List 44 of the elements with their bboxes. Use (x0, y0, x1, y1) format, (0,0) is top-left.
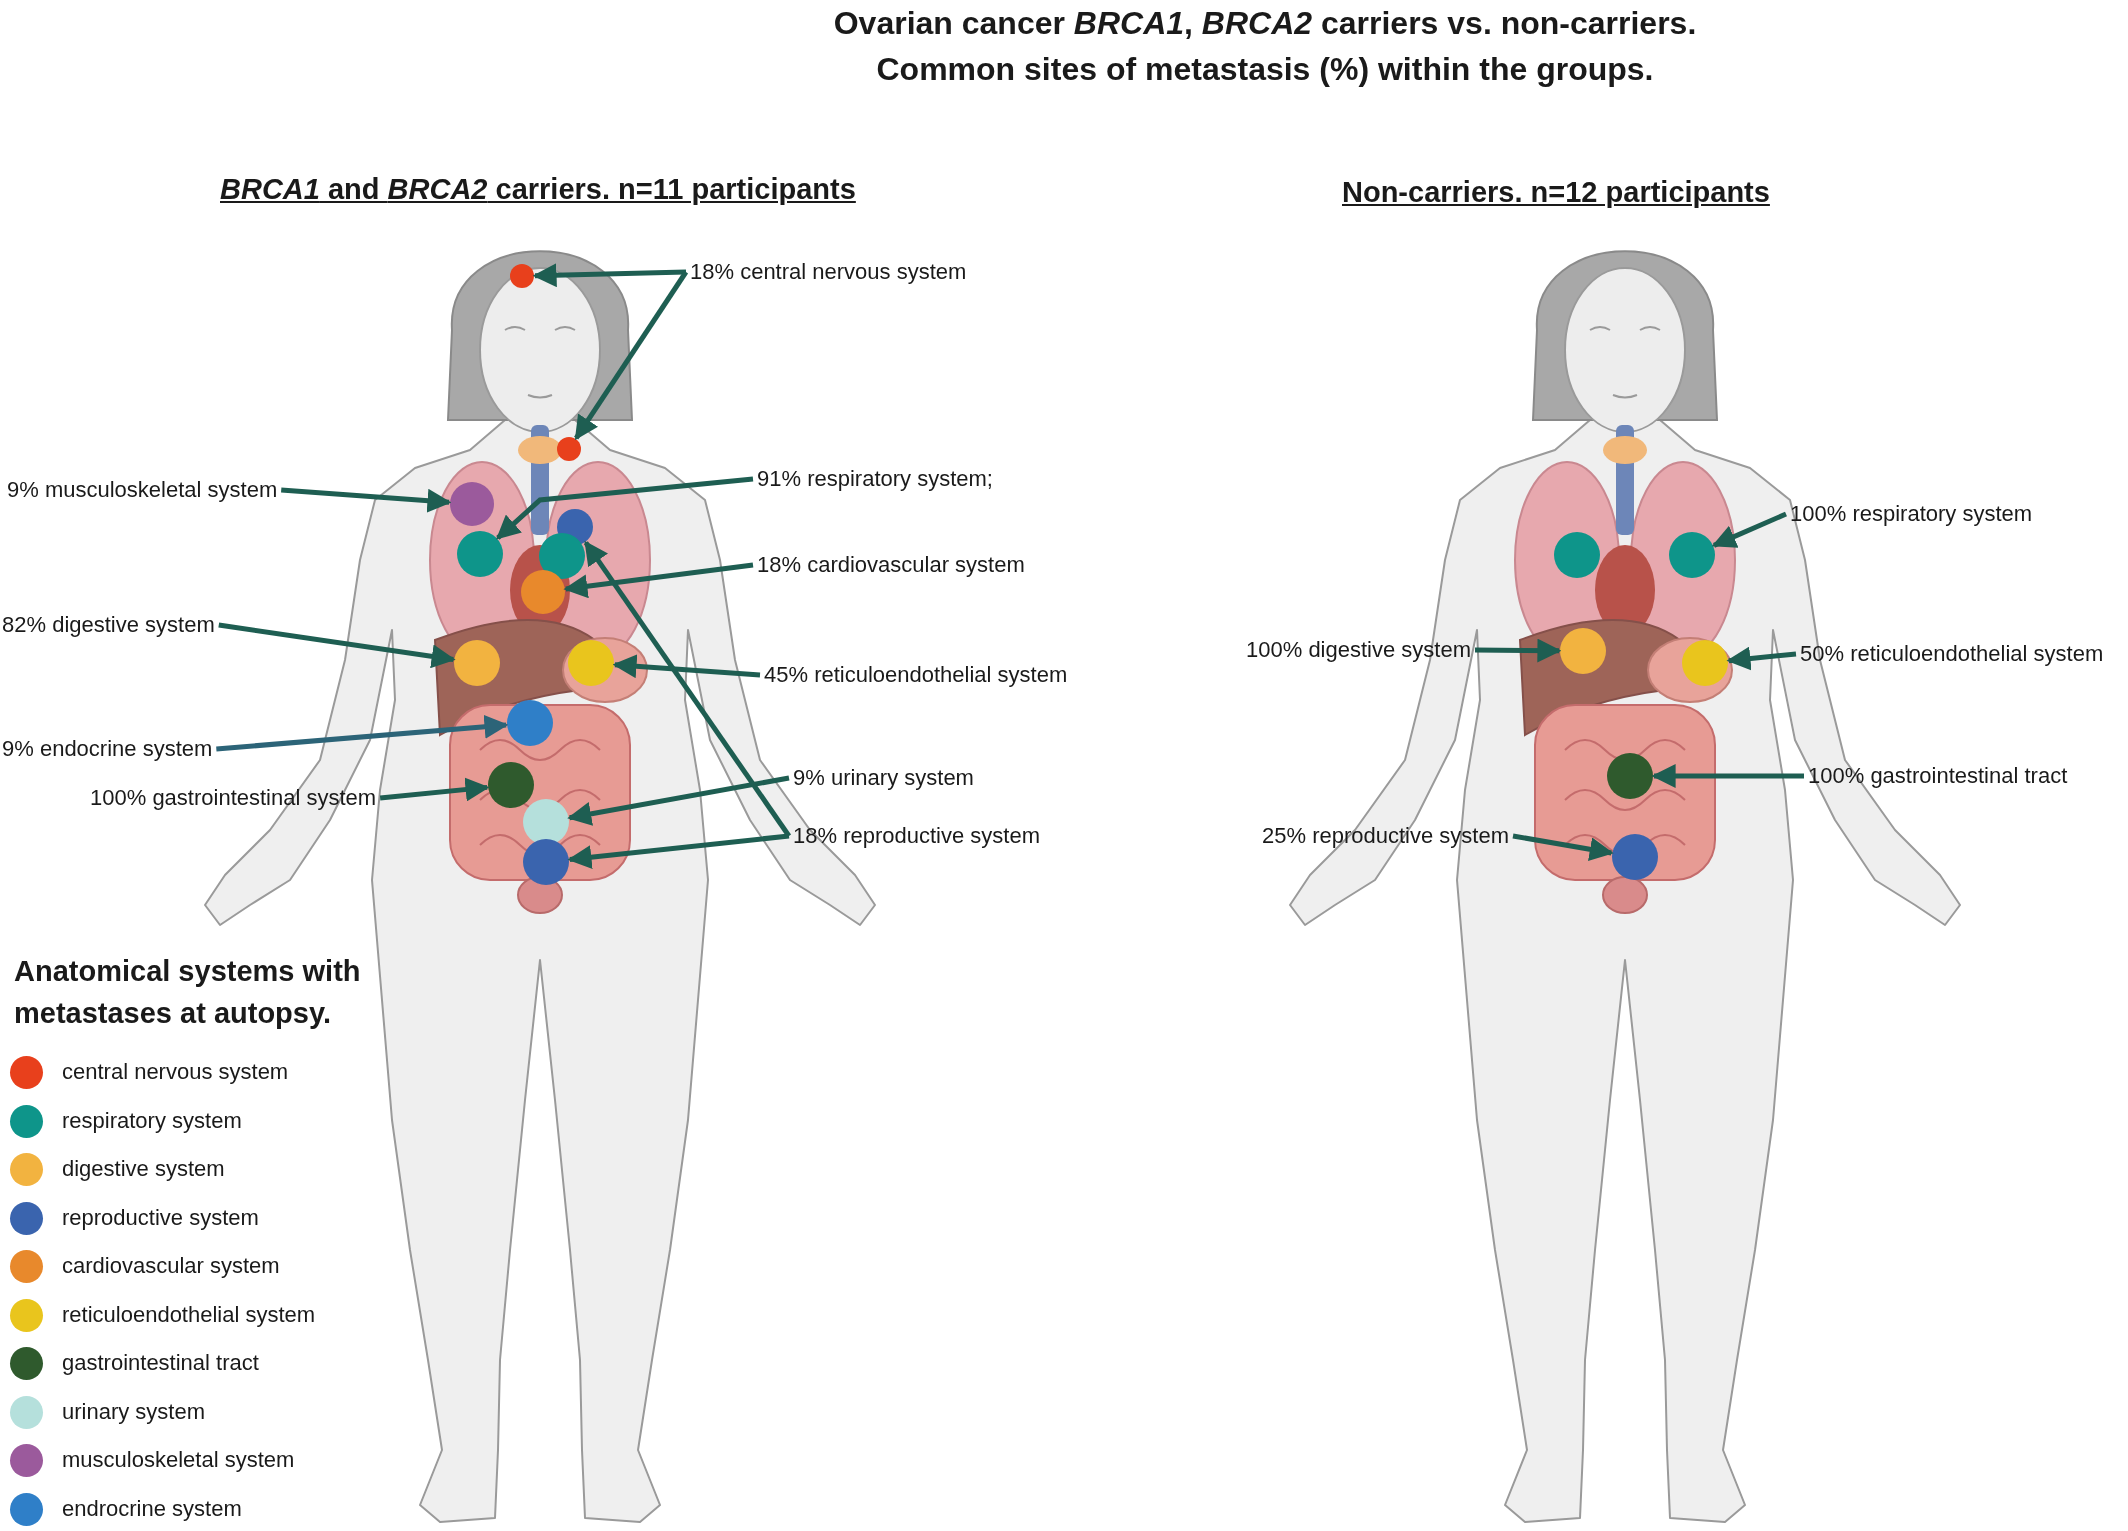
legend-label: central nervous system (62, 1058, 289, 1086)
legend-label: musculoskeletal system (62, 1446, 295, 1474)
arrow (567, 833, 790, 870)
site-percentage-label: 25% reproductive system (1262, 823, 1509, 849)
arrow (612, 654, 761, 679)
legend-label: reproductive system (62, 1203, 259, 1232)
arrow (574, 270, 689, 441)
panel-heading: Non-carriers. n=12 participants (1342, 175, 1770, 210)
arrow (1474, 638, 1562, 663)
site-percentage-label: 50% reticuloendothelial system (1800, 641, 2104, 667)
arrow (218, 622, 456, 669)
title: Ovarian cancer BRCA1, BRCA2 carriers vs. non-carriers. Common sites of metastasis (%) within the groups. (832, 4, 1698, 89)
arrow (583, 540, 792, 838)
site-percentage-label: 9% urinary system (793, 765, 974, 791)
arrow (567, 775, 790, 826)
site-percentage-label: 100% digestive system (1246, 637, 1471, 663)
arrow (1726, 646, 1797, 671)
site-percentage-label: 9% musculoskeletal system (7, 477, 278, 503)
legend-label: gastrointestinal tract (62, 1349, 259, 1377)
site-percentage-label: 100% gastrointestinal tract (1808, 763, 2068, 789)
legend-label: reticuloendothelial system (62, 1300, 316, 1329)
site-percentage-label: 9% endocrine system (2, 736, 213, 762)
arrow (1651, 764, 1804, 788)
panel-heading: BRCA1 and BRCA2 carriers. n=11 participants (220, 172, 856, 207)
arrow (532, 263, 687, 288)
legend-title: Anatomical systems with metastases at autopsy. (14, 954, 362, 1032)
legend-label: endrocrine system (62, 1494, 242, 1523)
site-percentage-label: 45% reticuloendothelial system (764, 662, 1068, 688)
site-percentage-label: 100% respiratory system (1790, 501, 2033, 527)
site-percentage-label: 82% digestive system (2, 612, 215, 638)
site-percentage-label: 18% reproductive system (793, 823, 1040, 849)
legend-label: digestive system (62, 1155, 225, 1183)
legend-label: cardiovascular system (62, 1252, 280, 1280)
site-percentage-label: 91% respiratory system; (757, 466, 993, 492)
site-percentage-label: 18% cardiovascular system (757, 552, 1025, 578)
arrow (281, 487, 452, 513)
site-percentage-label: 100% gastrointestinal system (90, 785, 377, 811)
legend-label: respiratory system (62, 1106, 242, 1135)
site-percentage-label: 18% central nervous system (690, 259, 967, 285)
arrow (379, 777, 490, 802)
arrow (216, 714, 509, 752)
legend-label: urinary system (62, 1397, 206, 1426)
arrow (563, 562, 754, 599)
arrow (496, 476, 754, 540)
